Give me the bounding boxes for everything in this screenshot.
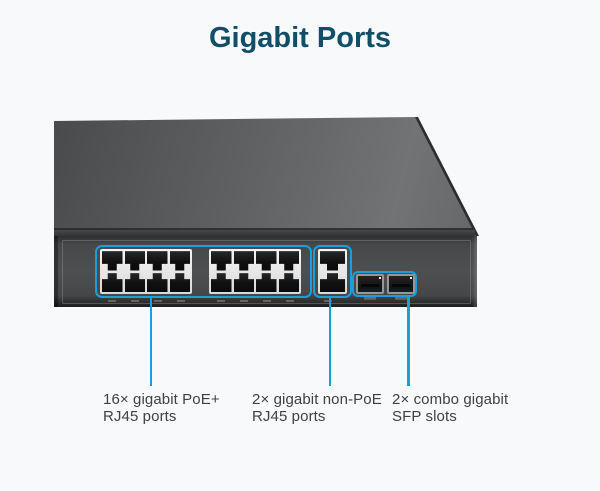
port-number-mark [263,300,271,302]
callout-label-non-poe-ports: 2× gigabit non-PoE RJ45 ports [252,391,382,425]
port-number-mark [217,300,225,302]
switch-front-ridge [54,228,473,230]
port-number-mark [177,300,185,302]
sfp-cage-opening [392,284,410,287]
sfp-latch [395,296,407,300]
callout-line-sfp-slots [407,296,410,386]
highlight-box-non-poe-ports [313,245,352,298]
callout-line-non-poe-ports [328,298,331,386]
rj45-port-group-uplink [318,249,347,294]
sfp-slot-2 [387,274,415,294]
callout-label-poe-ports: 16× gigabit PoE+ RJ45 ports [103,391,220,425]
port-number-mark [108,300,116,302]
front-panel-inset-outline [62,240,471,304]
callout-label-line: RJ45 ports [252,408,326,425]
sfp-cage-opening [361,284,379,287]
port-number-mark [154,300,162,302]
sfp-indicator-dot [410,277,412,279]
highlight-box-sfp-slots [352,271,417,297]
callout-label-line: SFP slots [392,408,457,425]
callout-label-line: RJ45 ports [103,408,177,425]
sfp-indicator-dot [379,277,381,279]
callout-label-line: 2× combo gigabit [392,391,509,408]
switch-front-bevel [54,230,475,236]
highlight-box-poe-ports [95,245,312,298]
rj45-port-group-poe-2 [209,249,301,294]
port-number-mark [240,300,248,302]
callout-line-poe-ports [149,298,152,386]
rj45-port-group-poe-1 [100,249,192,294]
callout-label-line: 2× gigabit non-PoE [252,391,382,408]
callout-label-sfp-slots: 2× combo gigabit SFP slots [392,391,508,425]
port-number-mark [324,300,332,302]
port-number-mark [131,300,139,302]
callout-label-line: 16× gigabit PoE+ [103,391,220,408]
front-panel-left-edge [54,236,58,307]
figure-title: Gigabit Ports [208,22,392,54]
sfp-latch [364,296,376,300]
front-panel-right-edge [472,236,477,307]
switch-front-panel [54,236,477,307]
port-number-mark [286,300,294,302]
sfp-slot-1 [356,274,384,294]
